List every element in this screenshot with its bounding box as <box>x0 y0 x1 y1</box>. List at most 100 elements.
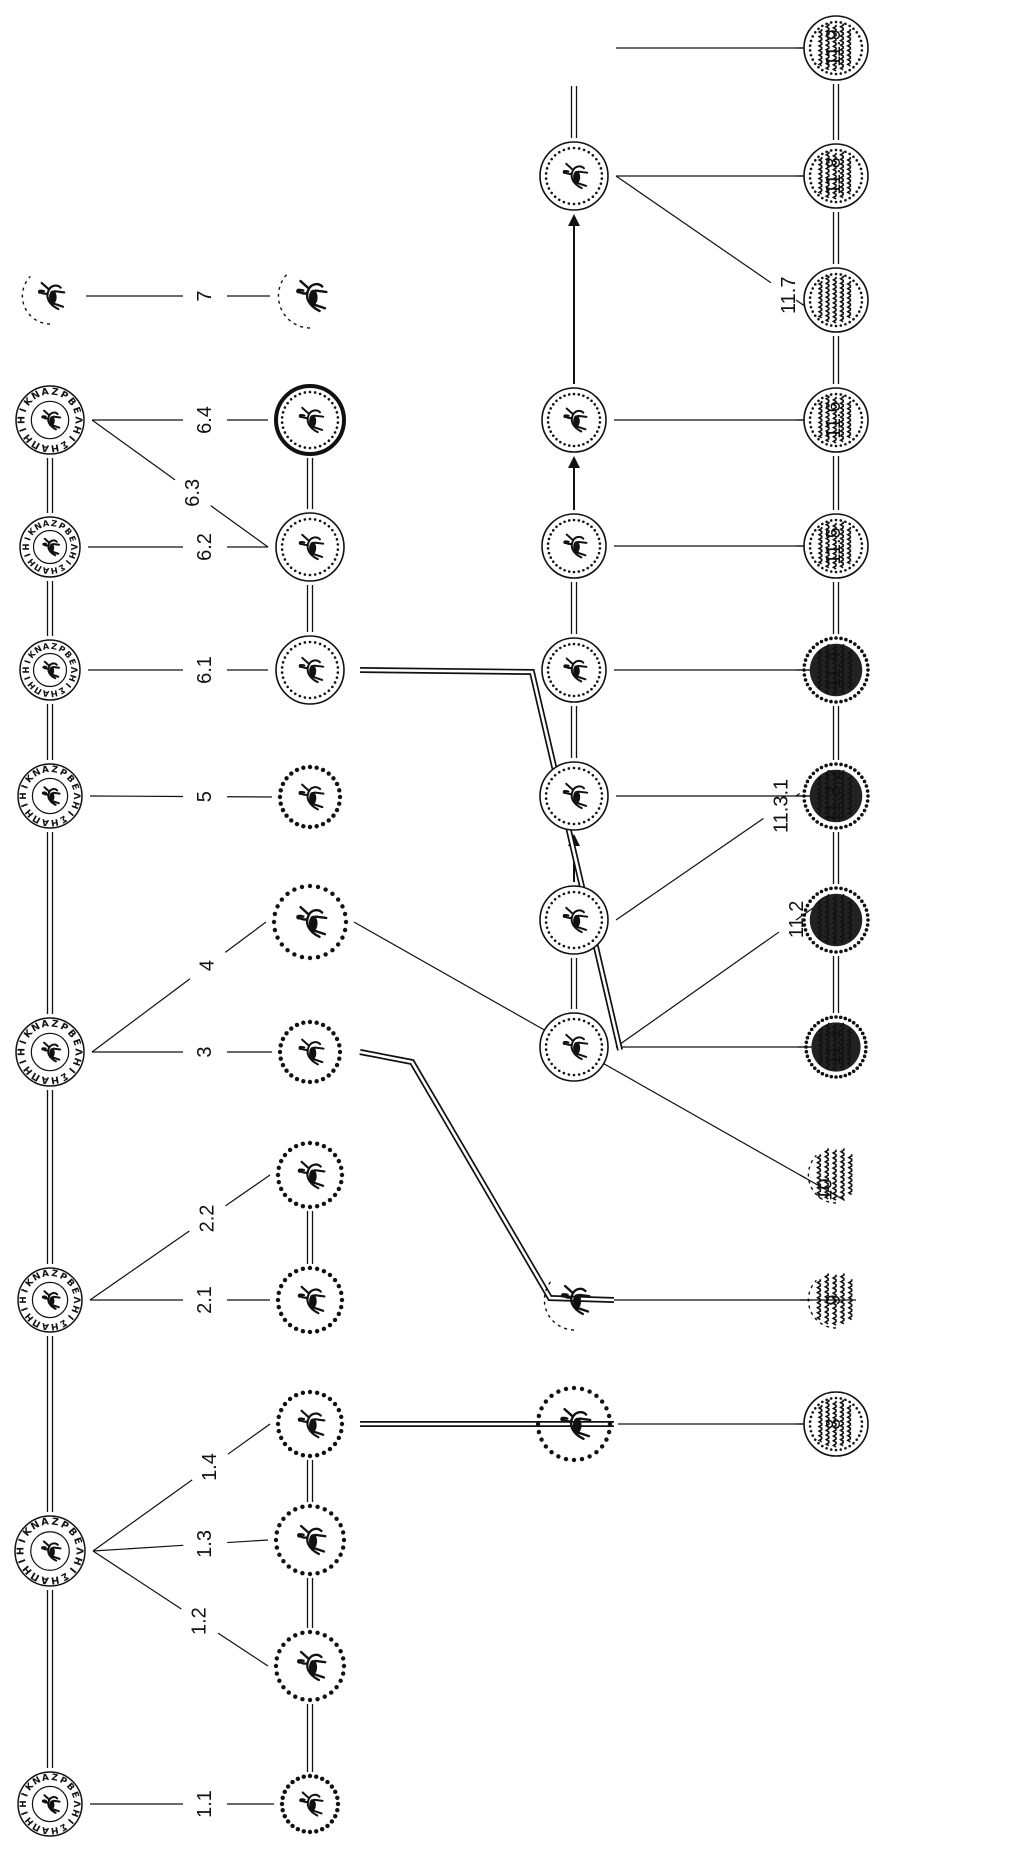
coin-dot <box>315 1630 320 1636</box>
coin-dot <box>805 682 810 687</box>
coin-dot <box>857 556 861 559</box>
rider-head <box>41 1295 45 1299</box>
coin-dot <box>844 568 847 572</box>
coin-dot <box>863 1040 868 1045</box>
coin-dot <box>803 908 808 912</box>
coin-dot <box>864 658 869 662</box>
coin-dot <box>543 1399 549 1404</box>
coin-dot <box>280 548 284 551</box>
coin-dot <box>281 1558 286 1564</box>
legend-letter: Σ <box>58 1070 69 1083</box>
coin-dot <box>577 643 581 646</box>
legend-letter: Β <box>64 1277 76 1289</box>
coin-dot <box>277 1049 283 1055</box>
coin-dot <box>333 533 337 536</box>
coin-dot <box>280 1795 285 1800</box>
coin-dot <box>829 1448 833 1451</box>
coin-dot <box>278 1283 284 1289</box>
coin-dot <box>342 911 348 917</box>
legend-letter: Ι <box>20 1288 31 1295</box>
legend-letter: Η <box>26 680 38 692</box>
coin-dot <box>563 442 566 446</box>
coin-dot <box>332 1317 338 1323</box>
coin-dot <box>314 1774 319 1779</box>
coin-rider <box>279 1773 341 1835</box>
legend-letter: Ε <box>67 534 78 543</box>
coin-dot <box>829 825 833 830</box>
coin-dot <box>308 390 312 394</box>
coin-dot <box>319 1776 325 1781</box>
rider-head <box>41 1799 45 1803</box>
coin-dot <box>546 666 550 669</box>
coin-dot <box>300 1390 306 1396</box>
coin-dot <box>808 1420 812 1423</box>
coin-dot <box>844 198 847 202</box>
coin-dot <box>811 1411 815 1414</box>
coin-dot <box>287 1197 293 1203</box>
coin-dot <box>282 1401 288 1407</box>
coin-dot <box>808 296 812 299</box>
coin-rider <box>273 1629 347 1703</box>
coin-dot <box>337 794 343 800</box>
coin-dot <box>336 671 340 674</box>
link-label: 4 <box>197 960 219 971</box>
transfer-route <box>359 667 623 1051</box>
legend-letter: Ρ <box>57 643 67 655</box>
horse-body <box>308 289 318 305</box>
coin-dot <box>858 1027 863 1032</box>
coin-dot <box>281 676 285 679</box>
coin-dot <box>275 1172 281 1178</box>
coin-dot <box>860 301 864 304</box>
coin-inner-rim <box>31 1281 69 1319</box>
legend-letter: Α <box>40 1516 50 1528</box>
coin-dot <box>308 696 312 700</box>
coin-dot <box>817 525 820 529</box>
coin-rider <box>273 1503 347 1577</box>
coin-dot <box>286 1564 292 1569</box>
coin-dot <box>286 435 289 439</box>
coin-dot <box>301 765 306 770</box>
coin-dot <box>862 932 867 937</box>
link-line <box>615 931 780 1048</box>
coin-dot <box>597 1058 601 1061</box>
coin-dot <box>593 560 597 563</box>
coin-dot <box>855 283 859 286</box>
legend-letter: Η <box>67 550 79 560</box>
coin-dot <box>825 274 828 278</box>
horse-body <box>309 1169 317 1183</box>
coin-dot <box>844 274 847 278</box>
coin-dot <box>805 653 810 658</box>
coin-dot <box>859 1429 863 1433</box>
coin-dot <box>577 147 581 150</box>
coin-rider <box>277 1019 343 1085</box>
legend-letter: Ρ <box>58 1776 69 1788</box>
coin-dot <box>591 774 595 777</box>
coin-dot <box>274 1530 280 1535</box>
coin-dot <box>276 1179 282 1185</box>
coin-dot <box>336 543 340 546</box>
coin-dot <box>839 949 843 954</box>
coin-dot <box>336 1311 342 1317</box>
coin-dot <box>321 1143 327 1149</box>
coin-dot <box>559 690 562 694</box>
legend-letter: Ε <box>70 405 83 415</box>
coin-dot <box>597 906 601 909</box>
coin-dot <box>813 529 817 532</box>
coin-dot <box>335 942 341 947</box>
arabic-script-line <box>839 770 845 820</box>
arabic-script-line <box>831 1023 837 1071</box>
coin-dot <box>851 1069 856 1074</box>
coin-dot <box>811 287 815 290</box>
coin-dot <box>593 403 597 406</box>
coin-dot <box>595 680 599 683</box>
coin-dot <box>562 148 566 152</box>
coin-dot <box>292 887 297 892</box>
coin-dot <box>276 1165 282 1171</box>
coin-dot <box>802 673 807 677</box>
coin-dot <box>829 636 833 641</box>
coin-dot <box>844 70 847 74</box>
horse-body <box>309 1046 317 1060</box>
coin-dot <box>860 296 864 299</box>
coin-dot <box>308 446 312 450</box>
